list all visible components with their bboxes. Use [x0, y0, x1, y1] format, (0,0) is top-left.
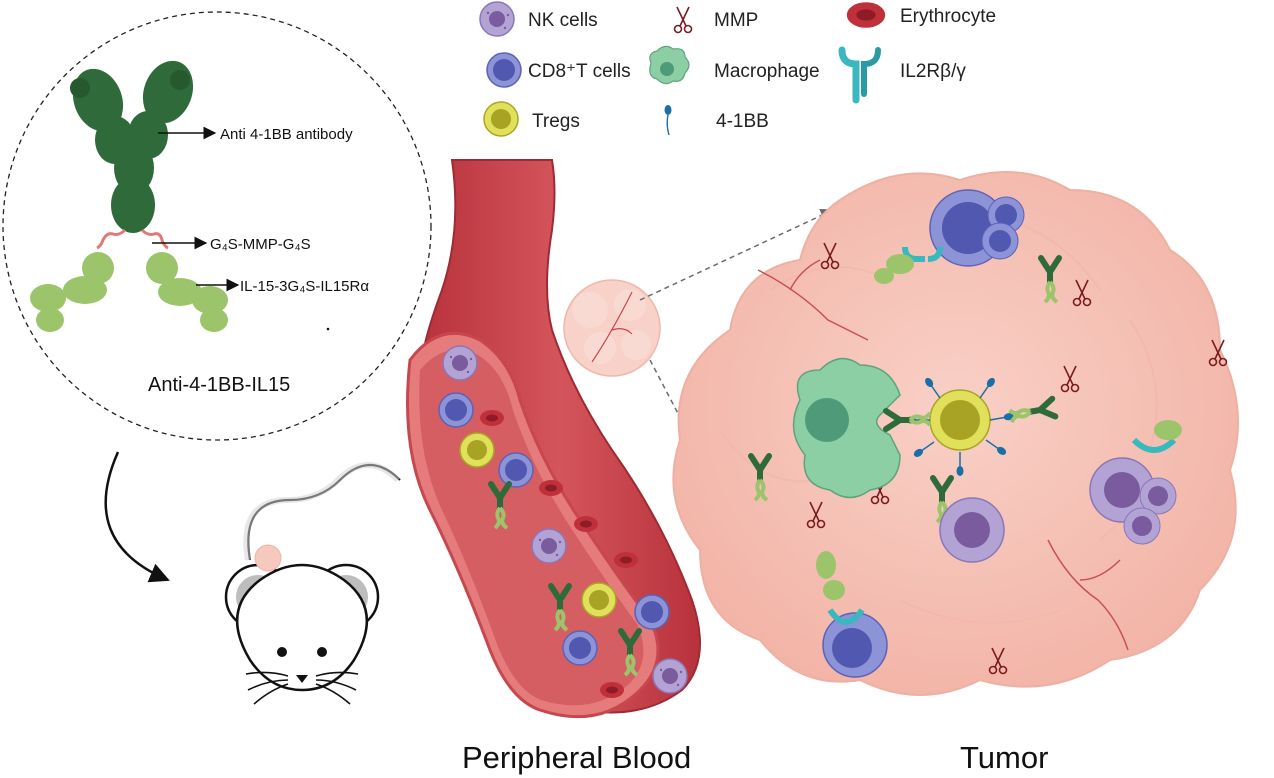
- nk-cell-icon: [479, 1, 515, 37]
- legend-item-treg: [483, 101, 519, 137]
- legend-label-treg: Tregs: [532, 111, 580, 132]
- erythrocyte: [480, 410, 504, 426]
- nk-cell: [442, 345, 478, 381]
- cd8-cell: [438, 392, 474, 428]
- legend: NK cells CD8⁺T cells Tregs MMP Macrophag…: [479, 1, 996, 137]
- mouse-tumor: [254, 544, 282, 572]
- legend-label-mmp: MMP: [714, 10, 758, 31]
- cd8-cell: [562, 630, 598, 666]
- molecule-dashed-circle: [2, 11, 432, 441]
- molecule-name: Anti-4-1BB-IL15: [148, 374, 290, 396]
- injection-arrow: [104, 451, 170, 583]
- legend-label-il2r: IL2Rβ/γ: [900, 61, 966, 82]
- erythrocyte-icon: [846, 2, 886, 28]
- il2r-receptor-icon: [838, 46, 881, 104]
- legend-label-41bb: 4-1BB: [716, 111, 769, 132]
- legend-label-cd8: CD8⁺T cells: [528, 61, 631, 82]
- stray-dot: [326, 327, 330, 331]
- legend-label-macrophage: Macrophage: [714, 61, 820, 82]
- treg-cell: [459, 432, 495, 468]
- nk-cell: [652, 658, 688, 694]
- mouse-eye-right: [317, 647, 327, 657]
- cd8-cell: [498, 452, 534, 488]
- blood-vessel: [406, 159, 701, 719]
- molecule-panel: Anti 4-1BB antibody G₄S-MMP-G₄S IL-15-3G…: [2, 11, 432, 441]
- label-il15: IL-15-3G₄S-IL15Rα: [240, 278, 369, 295]
- erythrocyte: [574, 516, 598, 532]
- erythrocyte: [539, 480, 563, 496]
- label-peripheral-blood: Peripheral Blood: [462, 740, 691, 775]
- cd8-t-cell-icon: [486, 52, 522, 88]
- cd8-cell: [634, 594, 670, 630]
- linker-right: [140, 228, 169, 250]
- label-anti-4-1bb-antibody: Anti 4-1BB antibody: [220, 126, 353, 143]
- legend-label-nk: NK cells: [528, 10, 598, 31]
- antibody-structure: [70, 60, 194, 233]
- small-tumor: [563, 279, 661, 377]
- legend-item-41bb: [664, 105, 672, 136]
- il15-domains: [30, 252, 228, 332]
- label-tumor: Tumor: [960, 740, 1048, 775]
- label-linker: G₄S-MMP-G₄S: [210, 236, 311, 253]
- legend-item-ery: [846, 2, 886, 28]
- nk-cell: [531, 528, 567, 564]
- tumor-immune-cells: [751, 189, 1228, 678]
- treg-cell-icon: [483, 101, 519, 137]
- erythrocyte: [614, 552, 638, 568]
- mouse-head: [235, 563, 369, 692]
- mouse-nose: [296, 675, 308, 683]
- treg-cell: [581, 582, 617, 618]
- legend-item-cd8: [486, 52, 522, 88]
- tumor-vasculature: [757, 259, 1129, 651]
- legend-item-mmp: [673, 6, 693, 34]
- mouse-whiskers: [245, 671, 359, 705]
- receptor-4-1bb-icon: [664, 105, 672, 136]
- legend-item-nk: [479, 1, 515, 37]
- linker-left: [96, 228, 127, 250]
- legend-label-ery: Erythrocyte: [900, 6, 996, 27]
- scissors-icon: [673, 6, 693, 34]
- mouse-eye-left: [277, 647, 287, 657]
- legend-item-il2r: [838, 46, 881, 104]
- mouse-illustration: [224, 462, 401, 705]
- legend-item-macrophage: [649, 45, 690, 85]
- erythrocyte: [600, 682, 624, 698]
